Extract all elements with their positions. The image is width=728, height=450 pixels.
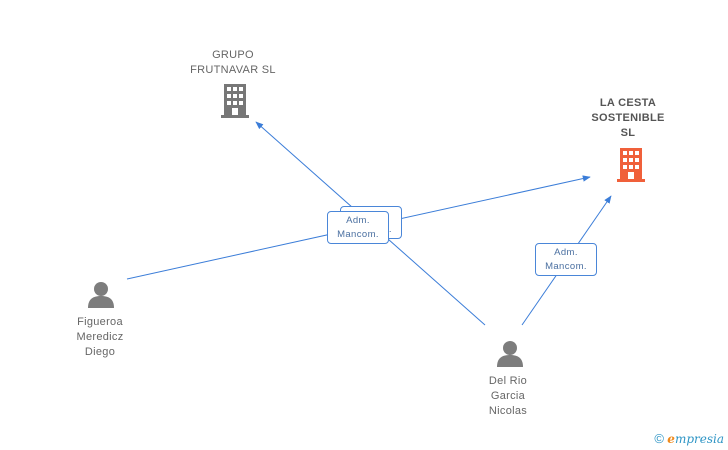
person-label-line: Figueroa (77, 316, 123, 328)
building-icon-highlighted[interactable] (617, 148, 645, 182)
edge-label-line: Mancom. (337, 229, 379, 240)
building-icon[interactable] (221, 84, 249, 118)
person-label-line: Del Rio (488, 375, 528, 387)
company-label-line: FRUTNAVAR SL (190, 64, 276, 76)
edge-label-line: Adm. (554, 247, 578, 258)
company-label-line: GRUPO (212, 49, 254, 61)
edge-label-adm-mancom-right[interactable]: Adm. Mancom. (535, 243, 597, 276)
person-label-line: Garcia (490, 390, 526, 402)
person-label-figueroa[interactable]: Figueroa Meredicz Diego (50, 315, 150, 360)
copyright-icon: © (654, 431, 664, 446)
company-label-line: LA CESTA (599, 97, 657, 109)
company-label-grupo[interactable]: GRUPO FRUTNAVAR SL (173, 48, 293, 78)
person-label-line: Nicolas (488, 405, 528, 417)
company-label-line: SL (620, 127, 636, 139)
edge-label-line: Mancom. (545, 261, 587, 272)
company-label-cesta[interactable]: LA CESTA SOSTENIBLE SL (578, 96, 678, 141)
edge-label-line: Adm. (346, 215, 370, 226)
company-label-line: SOSTENIBLE (591, 112, 665, 124)
person-icon[interactable] (88, 282, 114, 308)
person-label-line: Diego (84, 346, 116, 358)
empresia-watermark: © empresia (654, 431, 724, 446)
person-label-line: Meredicz (76, 331, 124, 343)
person-icon[interactable] (497, 341, 523, 367)
edge-label-adm-mancom[interactable]: Adm. Mancom. (327, 211, 389, 244)
brand-name: mpresia (674, 432, 724, 446)
person-label-delrio[interactable]: Del Rio Garcia Nicolas (458, 374, 558, 419)
brand-e: e (667, 432, 675, 446)
